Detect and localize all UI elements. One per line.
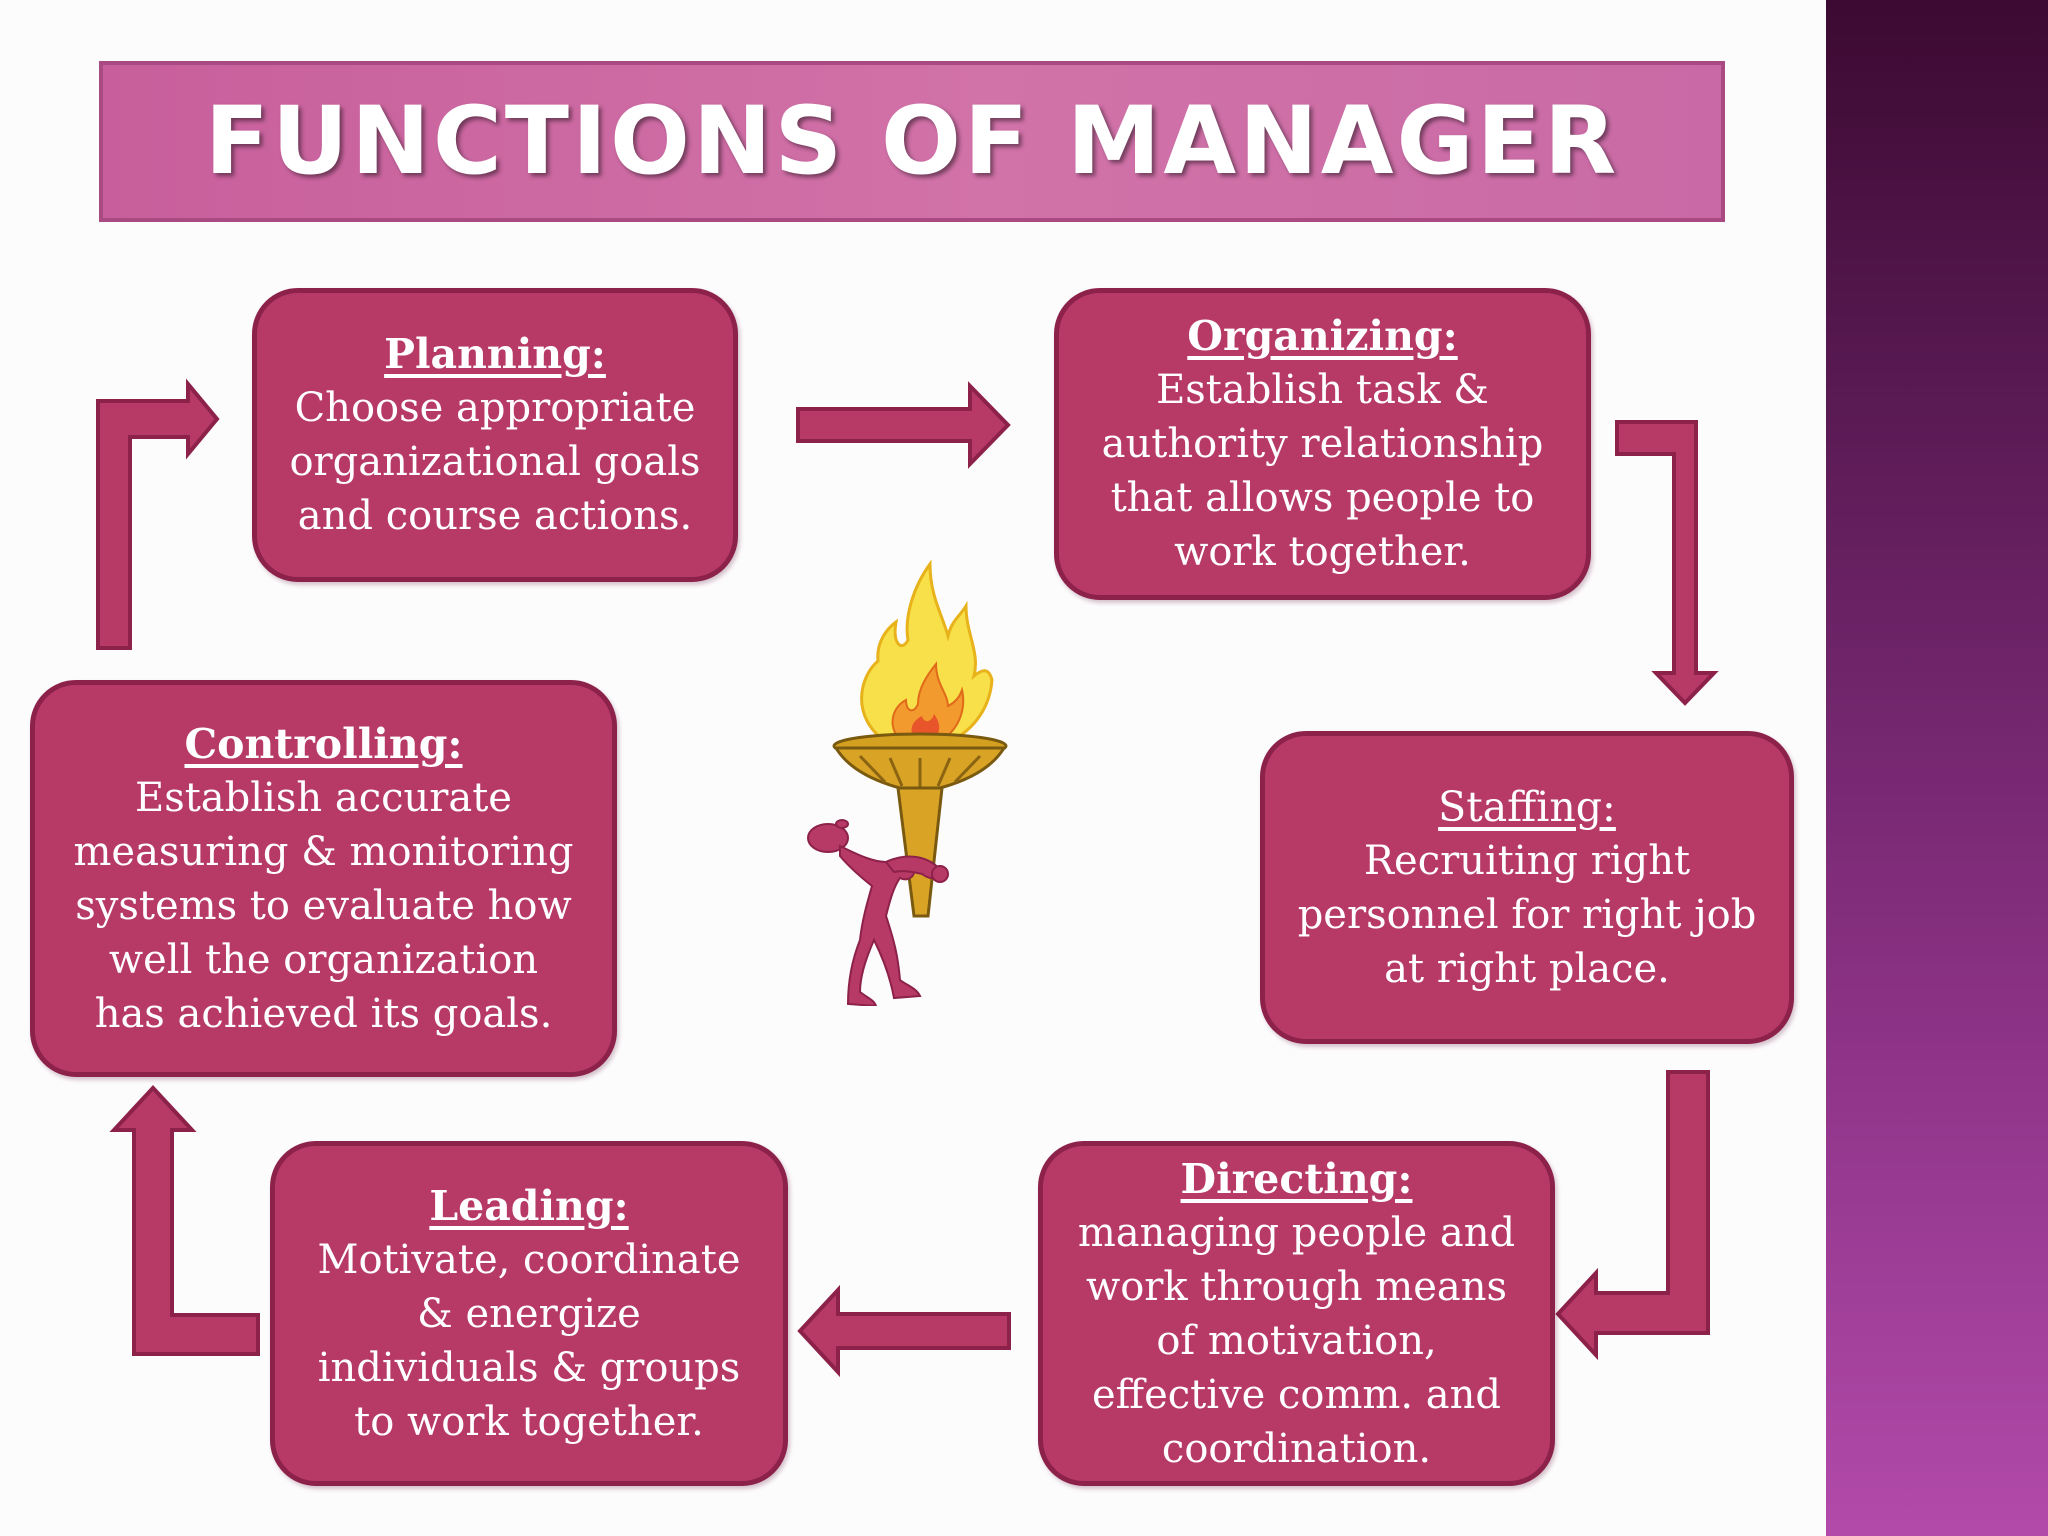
staffing-heading: Staffing: (1438, 782, 1616, 831)
directing-box: Directing: managing people and work thro… (1038, 1141, 1555, 1486)
directing-description: managing people and work through means o… (1077, 1209, 1516, 1472)
controlling-heading: Controlling: (184, 719, 463, 768)
planning-description: Choose appropriate organizational goals … (289, 385, 701, 539)
arrow-controlling-to-planning (96, 378, 220, 650)
staffing-description: Recruiting right personnel for right job… (1297, 837, 1757, 992)
slide-title: FUNCTIONS OF MANAGER (204, 87, 1620, 196)
organizing-description: Establish task & authority relationship … (1101, 367, 1544, 575)
flame-inner (891, 661, 965, 741)
torch-bearer-icon (807, 559, 1008, 1006)
leading-heading: Leading: (429, 1181, 629, 1230)
directing-heading: Directing: (1180, 1154, 1413, 1203)
flame-core (911, 714, 940, 738)
torch-handle (896, 786, 944, 918)
arrow-planning-to-organizing (796, 381, 1011, 469)
title-banner: FUNCTIONS OF MANAGER (99, 61, 1725, 222)
leading-description: Motivate, coordinate & energize individu… (317, 1236, 741, 1445)
carrier-figure (807, 819, 949, 1006)
leading-box: Leading: Motivate, coordinate & energize… (270, 1141, 788, 1486)
arrow-staffing-to-directing (1555, 1070, 1710, 1361)
controlling-box: Controlling: Establish accurate measurin… (30, 680, 617, 1077)
arrow-organizing-to-staffing (1615, 420, 1719, 706)
planning-box: Planning: Choose appropriate organizatio… (252, 288, 738, 582)
controlling-description: Establish accurate measuring & monitorin… (73, 774, 574, 1037)
decorative-side-band (1826, 0, 2048, 1536)
arrow-leading-to-controlling (109, 1085, 260, 1356)
organizing-box: Organizing: Establish task & authority r… (1054, 288, 1591, 600)
staffing-box: Staffing: Recruiting right personnel for… (1260, 731, 1794, 1044)
organizing-heading: Organizing: (1187, 312, 1458, 360)
arrow-directing-to-leading (797, 1284, 1011, 1378)
planning-heading: Planning: (384, 330, 606, 378)
